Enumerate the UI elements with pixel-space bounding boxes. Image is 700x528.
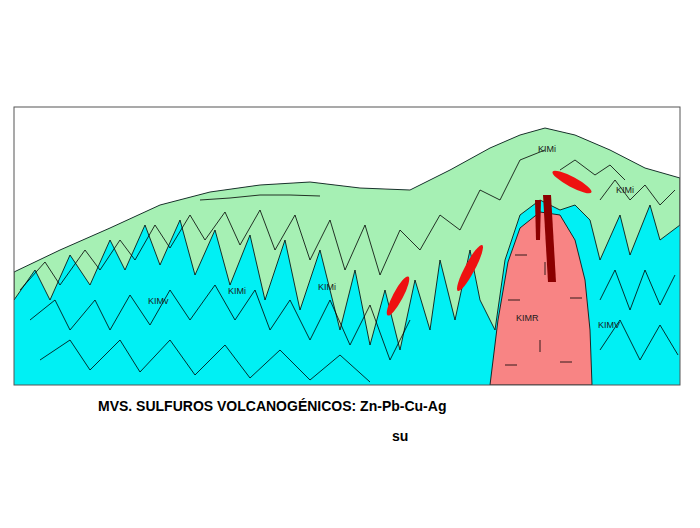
note-text: su xyxy=(392,428,408,445)
unit-label: KIMi xyxy=(318,283,336,292)
intrusive-body xyxy=(490,212,592,385)
basement-unit xyxy=(14,128,680,385)
unit-label: KIMi xyxy=(616,186,634,195)
feeder-dyke xyxy=(543,195,556,282)
unit-label: KIMv xyxy=(148,297,169,306)
frame xyxy=(14,107,680,385)
sulphide-lens xyxy=(550,167,594,196)
unit-label: KIMi xyxy=(228,287,246,296)
feeder-dyke xyxy=(535,200,541,240)
sulphide-lens xyxy=(383,274,412,318)
sulphide-lens xyxy=(453,243,486,294)
sky xyxy=(14,107,680,385)
unit-label: KIMV xyxy=(598,321,620,330)
caption: MVS. SULFUROS VOLCANOGÉNICOS: Zn-Pb-Cu-A… xyxy=(98,398,446,415)
unit-label: KIMR xyxy=(516,314,539,323)
unit-label: KIMi xyxy=(538,145,556,154)
intrusion-dashes xyxy=(505,255,582,365)
